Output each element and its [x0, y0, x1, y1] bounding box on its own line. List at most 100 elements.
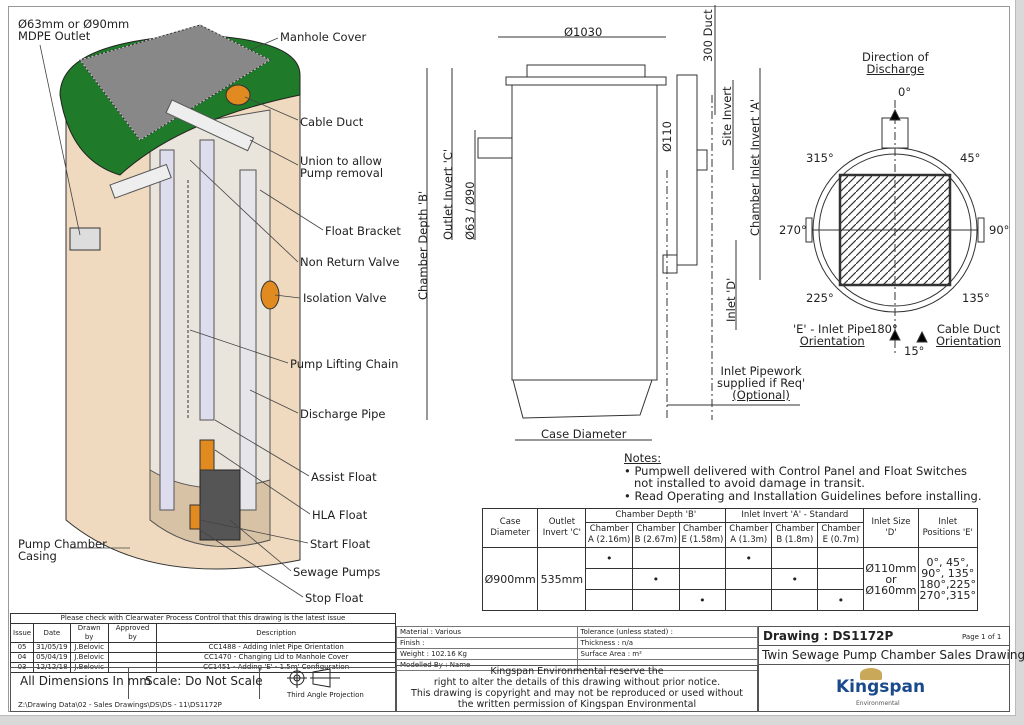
header-inlet-size: Inlet Size 'D'	[863, 508, 919, 548]
drawing-number-row	[758, 626, 1010, 646]
label-pump-lifting-chain: Pump Lifting Chain	[290, 357, 399, 371]
label-isolation-valve: Isolation Valve	[303, 291, 387, 305]
disclaimer-box	[396, 665, 758, 712]
dim-outlet-invert: Outlet Invert 'C'	[441, 148, 455, 240]
header-depth-a: Chamber A (2.16m)	[585, 522, 633, 548]
cutaway-3d-view	[59, 24, 301, 570]
notes-title: Notes:	[624, 451, 662, 465]
header-invert-a: Chamber A (1.3m)	[725, 522, 773, 548]
cell-dot: •	[725, 547, 773, 569]
label-assist-float: Assist Float	[311, 470, 377, 484]
thickness: Thickness : n/a	[576, 637, 758, 649]
kingspan-lion-icon	[860, 668, 882, 680]
angle-0: 0°	[898, 85, 912, 99]
scale-note: Scale: Do Not Scale	[145, 674, 263, 688]
kingspan-logo-sub: Environmental	[856, 700, 900, 707]
projection-label: Third Angle Projection	[287, 691, 364, 699]
dimensions-note: All Dimensions In mm	[20, 674, 151, 688]
label-stop-float: Stop Float	[305, 591, 364, 605]
weight: Weight : 102.16 Kg	[396, 648, 578, 660]
file-path: Z:\Drawing Data\02 - Sales Drawings\DS\D…	[18, 701, 222, 709]
dim-duct: 300 Duct	[701, 9, 715, 62]
label-non-return-valve: Non Return Valve	[300, 255, 400, 269]
cell-outlet-invert: 535mm	[537, 547, 587, 611]
kingspan-logo: Kingspan	[836, 677, 926, 697]
label-discharge-pipe: Discharge Pipe	[300, 407, 386, 421]
dim-case-diameter: Case Diameter	[541, 427, 627, 441]
header-inlet-invert: Inlet Invert 'A' - Standard	[725, 508, 865, 523]
dim-outlet-diameter: Ø63 / Ø90	[463, 181, 477, 240]
label-sewage-pumps: Sewage Pumps	[293, 565, 381, 579]
material: Material : Various	[396, 626, 578, 638]
dim-inlet-diameter: Ø110	[660, 120, 674, 152]
table-row: • •	[483, 589, 978, 611]
label-manhole-cover: Manhole Cover	[280, 30, 367, 44]
elevation-view	[426, 5, 800, 441]
dim-chamber-inlet-invert: Chamber Inlet Invert 'A'	[748, 98, 762, 236]
dim-inlet-d: Inlet 'D'	[724, 277, 738, 322]
footer-divider	[128, 667, 260, 699]
angle-270: 270°	[779, 223, 807, 237]
cell-dot: •	[585, 547, 633, 569]
dim-top-diameter: Ø1030	[564, 25, 603, 39]
specification-table: Case Diameter Outlet Invert 'C' Chamber …	[481, 508, 979, 611]
note-item: • Pumpwell delivered with Control Panel …	[624, 463, 968, 490]
plan-view	[805, 100, 985, 355]
header-inlet-positions: Inlet Positions 'E'	[917, 508, 979, 548]
angle-180: 180°	[870, 322, 898, 336]
footer-left-block	[10, 667, 396, 712]
cell-dot: •	[771, 568, 819, 590]
label-cable-duct: Cable Duct	[300, 115, 364, 129]
revision-table: Please check with Clearwater Process Con…	[9, 613, 396, 673]
dim-chamber-depth: Chamber Depth 'B'	[416, 190, 430, 300]
notes: Notes: • Pumpwell delivered with Control…	[624, 452, 984, 502]
drawing-number: Drawing : DS1172P	[763, 629, 894, 643]
dim-site-invert: Site Invert	[720, 86, 734, 146]
title-divider	[758, 664, 1010, 665]
rev-header: Description	[156, 623, 396, 643]
note-item: • Read Operating and Installation Guidel…	[624, 488, 982, 503]
angle-90: 90°	[989, 223, 1010, 237]
cell-inlet-positions: 0°, 45°, 90°, 135° 180°,225° 270°,315°	[917, 547, 979, 611]
cell-dot: •	[678, 589, 727, 611]
drawing-title: Twin Sewage Pump Chamber Sales Drawing	[762, 648, 1024, 662]
header-depth-b: Chamber B (2.67m)	[632, 522, 680, 548]
page-number: Page 1 of 1	[962, 633, 1002, 641]
header-invert-b: Chamber B (1.8m)	[771, 522, 819, 548]
table-row: Ø900mm 535mm • • Ø110mm or Ø160mm 0°, 45…	[481, 547, 979, 611]
header-chamber-depth: Chamber Depth 'B'	[585, 508, 727, 523]
header-outlet-invert: Outlet Invert 'C'	[537, 508, 587, 548]
angle-45: 45°	[960, 151, 981, 165]
angle-135: 135°	[962, 291, 990, 305]
cell-inlet-size: Ø110mm or Ø160mm	[863, 547, 919, 611]
rev-header: Approved by	[107, 623, 158, 643]
angle-offset: 15°	[904, 344, 925, 358]
surface-area: Surface Area : m²	[576, 648, 758, 660]
angle-315: 315°	[806, 151, 834, 165]
rev-header: Issue	[9, 623, 35, 643]
label-hla-float: HLA Float	[312, 508, 368, 522]
revision-notice: Please check with Clearwater Process Con…	[10, 613, 396, 624]
cell-dot: •	[817, 589, 865, 611]
header-case-diameter: Case Diameter	[481, 508, 539, 548]
leader-lines	[39, 37, 324, 598]
label-start-float: Start Float	[310, 537, 371, 551]
angle-225: 225°	[806, 291, 834, 305]
cell-dot: •	[632, 568, 680, 590]
header-invert-e: Chamber E (0.7m)	[817, 522, 865, 548]
rev-header: Date	[33, 623, 71, 643]
cell-case-diameter: Ø900mm	[481, 547, 539, 611]
finish: Finish :	[396, 637, 578, 649]
